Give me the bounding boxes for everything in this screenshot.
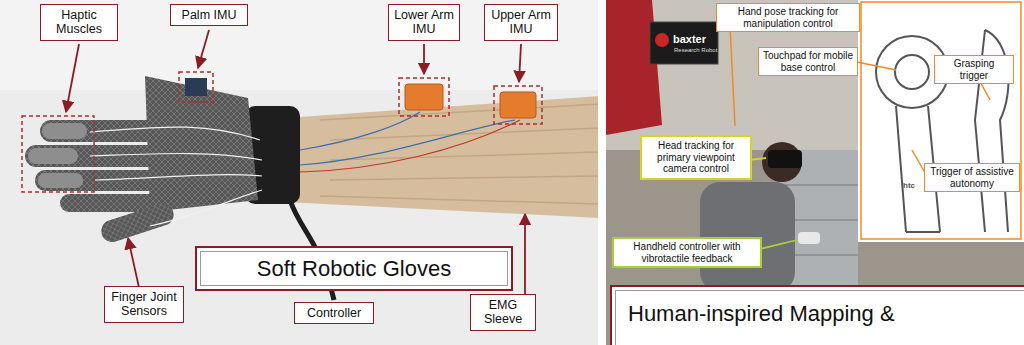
callout-box: EMG Sleeve [470,294,536,331]
bandage-wrap [320,104,600,204]
highlight-frame [22,116,94,192]
lower-arm-imu [405,84,443,110]
robot-logo [655,33,669,47]
panel-gap [598,0,606,345]
caption-box: Soft Robotic Gloves [195,246,513,291]
box-text: Haptic Muscles [45,8,113,37]
callout-box: Finger Joint Sensors [104,286,184,323]
box-text: Grasping trigger [939,58,1009,81]
leader-line [198,30,209,68]
haptic-muscle [42,123,87,139]
palm-imu [185,78,207,96]
leader-lines [66,30,525,300]
brand-mark: htc [903,182,915,191]
robot-screen [650,22,718,64]
leader-line [852,61,896,70]
box-text: Lower Arm IMU [393,8,455,37]
sensor-wire [300,112,515,165]
leader-line [128,238,140,292]
glove-palm [145,76,258,212]
leader-line [524,214,526,300]
logo-text: baxter [673,33,706,45]
handheld-controller [798,232,820,244]
box-text: Touchpad for mobile base control [762,50,854,73]
callout-box: Controller [294,302,374,324]
leader-line [423,44,425,74]
callout-box: Head tracking for primary viewpoint came… [640,135,752,180]
box-text: Palm IMU [175,8,243,22]
photo-ground [0,0,600,345]
leader-line [756,240,797,250]
callout-box: Touchpad for mobile base control [758,47,858,76]
callout-box: Grasping trigger [934,55,1014,84]
haptic-muscle [28,148,78,164]
box-text: Hand pose tracking for manipulation cont… [721,6,855,29]
controller-touchpad [895,55,929,89]
box-text: Trigger of assistive autonomy [929,166,1015,189]
person-head [762,142,802,182]
callout-box: Palm IMU [170,4,248,26]
robot-body [606,0,662,135]
callout-box: Haptic Muscles [40,4,118,41]
photo-wall [0,0,600,90]
leader-line [66,44,79,112]
vr-headset [768,150,802,168]
leader-line [730,26,735,126]
orange-leaders [730,26,990,178]
box-text: Controller [299,306,369,320]
box-text: Human-inspired Mapping & [628,301,1012,326]
box-text: Soft Robotic Gloves [207,256,501,281]
sensor-wire [90,127,262,226]
sensor-wire [300,120,520,172]
controller-frame [861,2,1021,239]
callout-box: Hand pose tracking for manipulation cont… [716,3,860,32]
highlight-frames [22,72,542,192]
callout-box: Lower Arm IMU [388,4,460,41]
box-text: EMG Sleeve [475,298,531,327]
upper-arm-imu [500,92,536,118]
caption-box: Human-inspired Mapping & [610,285,1024,345]
logo-subtext: Research Robot [674,47,717,54]
box-text: Handheld controller with vibrotactile fe… [618,241,756,264]
leader-line [519,44,521,82]
highlight-frame [179,72,213,102]
controller-panel [858,0,1024,242]
haptic-muscle [38,173,83,188]
forearm-bandage [285,96,600,218]
highlight-frame [399,78,449,116]
callout-box: Upper Arm IMU [484,4,558,41]
box-text: Finger Joint Sensors [109,290,179,319]
box-text: Head tracking for primary viewpoint came… [646,140,746,175]
callout-box: Trigger of assistive autonomy [924,163,1020,192]
callout-box: Handheld controller with vibrotactile fe… [612,237,762,268]
highlight-frame [494,86,542,124]
box-text: Upper Arm IMU [489,8,553,37]
glove-finger [35,170,165,191]
